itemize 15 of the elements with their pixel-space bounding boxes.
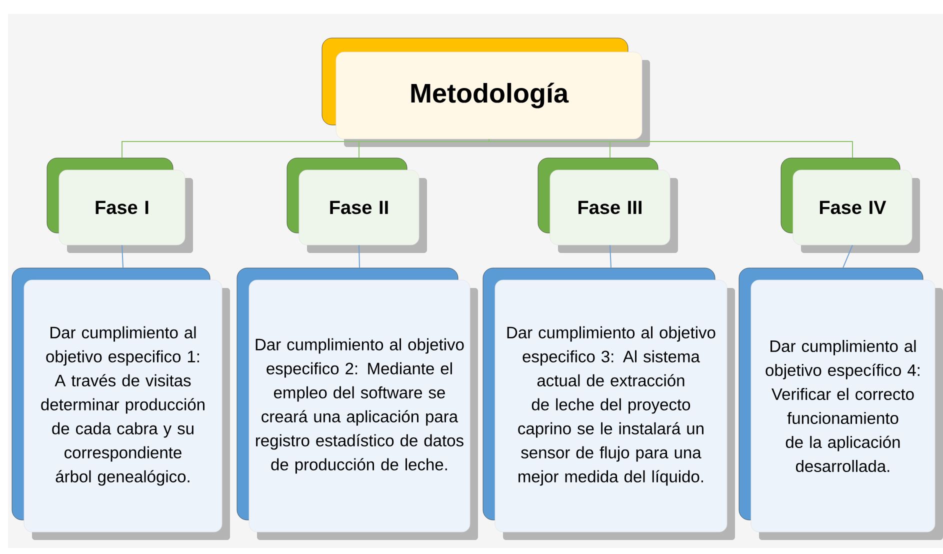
phase-box: Fase II [286,158,427,253]
description-box: Dar cumplimiento al objetivo especifico 2: Mediante el empleo del software se creará una aplicación para registro estadístico de datos de producción de leche. [236,268,478,540]
connector-line [358,138,490,158]
description-box: Dar cumplimiento al objetivo especifico 1: A través de visitas determinar producción de cada cabra y su correspondiente árbol genealógico. [12,268,230,540]
connector-line [488,138,853,158]
phase-box: Fase I [46,158,193,253]
phase-box: Fase III [538,158,678,253]
connector-line [842,244,853,268]
title-box: Metodología [322,38,650,147]
connector-line [358,244,360,268]
description-box: Dar cumplimiento al objetivo especifico 3: Al sistema actual de extracción de leche del proyecto caprino se le instalará un sensor de flujo para una mejor medida del líquido. [482,268,735,540]
phase-box: Fase IV [780,158,920,253]
connector-line [122,244,124,268]
description-box: Dar cumplimiento al objetivo específico 4: Verificar el correcto funcionamiento de la aplicación desarrollada. [738,268,943,540]
connector-line [610,244,612,268]
